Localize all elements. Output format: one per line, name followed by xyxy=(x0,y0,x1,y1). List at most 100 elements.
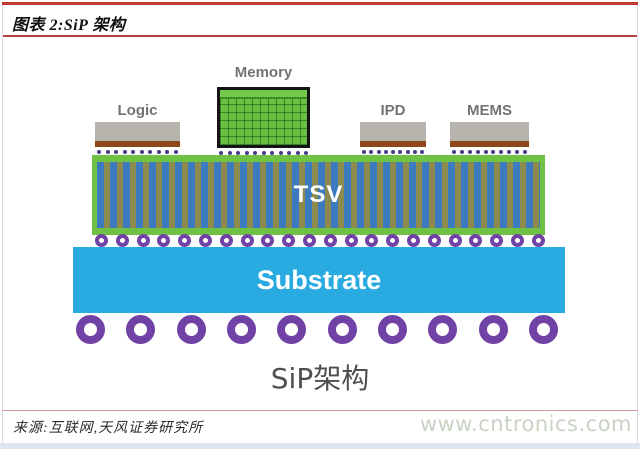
page-bottom-strip xyxy=(0,443,640,449)
ball xyxy=(428,315,458,344)
mid-donut xyxy=(531,234,545,247)
ipd-chip-label: IPD xyxy=(380,102,406,119)
ball xyxy=(126,315,156,344)
bump-dot xyxy=(459,149,464,154)
mems-chip-label: MEMS xyxy=(467,102,512,119)
ball xyxy=(76,315,105,344)
bump-dot xyxy=(270,150,274,155)
c4-bump-row xyxy=(95,234,545,247)
bump-dot xyxy=(131,149,136,154)
mid-donut xyxy=(323,234,337,247)
memory-die xyxy=(217,87,310,148)
bump-dot xyxy=(244,150,249,155)
bump-dot xyxy=(219,150,223,155)
mid-donut xyxy=(510,234,524,247)
bump-dot xyxy=(391,149,395,154)
memory-die-cell-grid xyxy=(220,99,307,145)
mid-donut xyxy=(95,234,108,247)
memory-micro-bumps xyxy=(219,150,308,155)
mid-donut xyxy=(365,234,379,247)
mid-donut xyxy=(240,234,254,247)
logic-die xyxy=(95,122,180,147)
mid-donut xyxy=(469,234,483,247)
mid-donut xyxy=(406,234,420,247)
bump-dot xyxy=(507,149,512,154)
bump-dot xyxy=(139,149,144,154)
mid-donut xyxy=(448,234,462,247)
mems-die xyxy=(450,122,529,147)
memory-die-top-band xyxy=(220,90,307,99)
mid-donut xyxy=(490,234,504,247)
tsv-label: TSV xyxy=(293,181,344,208)
mid-donut xyxy=(198,234,212,247)
bump-dot xyxy=(398,149,403,154)
substrate-block: Substrate xyxy=(73,247,565,313)
ball xyxy=(528,315,558,344)
bump-dot xyxy=(412,149,417,154)
mid-donut xyxy=(115,234,129,247)
ball xyxy=(226,315,256,344)
title-underline-rule xyxy=(2,35,638,37)
bump-dot xyxy=(97,149,101,154)
bump-dot xyxy=(475,149,480,154)
logic-die-bond-layer xyxy=(95,141,180,147)
mid-donut xyxy=(386,234,400,247)
bump-dot xyxy=(491,149,496,154)
bump-dot xyxy=(236,150,240,155)
bump-dot xyxy=(261,150,266,155)
bump-dot xyxy=(304,150,308,155)
bump-dot xyxy=(522,149,527,154)
ball xyxy=(176,315,206,344)
mid-donut xyxy=(261,234,275,247)
logic-die-body xyxy=(95,122,180,141)
ball xyxy=(478,315,508,344)
bump-dot xyxy=(148,149,153,154)
bump-dot xyxy=(122,149,127,154)
right-frame-border xyxy=(637,5,638,443)
bump-dot xyxy=(467,149,472,154)
ipd-die-bond-layer xyxy=(360,141,426,147)
substrate-label: Substrate xyxy=(256,264,382,295)
tsv-interposer: TSV xyxy=(92,155,545,235)
ball xyxy=(327,315,357,344)
watermark-text: www.cntronics.com xyxy=(419,412,632,436)
bump-dot xyxy=(383,149,388,154)
mid-donut xyxy=(427,234,441,247)
bump-dot xyxy=(376,149,381,154)
bump-dot xyxy=(452,149,456,154)
bump-dot xyxy=(156,149,161,154)
bump-dot xyxy=(287,150,291,155)
mid-donut xyxy=(178,234,192,247)
mems-die-body xyxy=(450,122,529,141)
logic-micro-bumps xyxy=(97,149,178,154)
bump-dot xyxy=(499,149,504,154)
bump-dot xyxy=(227,150,232,155)
left-frame-border xyxy=(2,5,3,443)
bump-dot xyxy=(253,150,257,155)
mid-donut xyxy=(219,234,233,247)
bump-dot xyxy=(420,149,424,154)
bottom-rule xyxy=(2,410,638,411)
mid-donut xyxy=(302,234,316,247)
bump-dot xyxy=(114,149,119,154)
mid-donut xyxy=(344,234,358,247)
mid-donut xyxy=(282,234,296,247)
bump-dot xyxy=(483,149,488,154)
tsv-via-array: TSV xyxy=(97,162,540,228)
ipd-micro-bumps xyxy=(362,149,424,154)
top-red-rule xyxy=(2,2,638,5)
mid-donut xyxy=(136,234,150,247)
ipd-die xyxy=(360,122,426,147)
bump-dot xyxy=(405,149,410,154)
diagram-caption: SiP架构 xyxy=(270,362,370,395)
bump-dot xyxy=(165,149,170,154)
ball xyxy=(377,315,407,344)
solder-ball-row xyxy=(76,315,558,344)
mems-micro-bumps xyxy=(452,149,527,154)
bump-dot xyxy=(173,149,178,154)
logic-chip-label: Logic xyxy=(117,102,158,119)
bump-dot xyxy=(362,149,366,154)
bump-dot xyxy=(278,150,283,155)
bump-dot xyxy=(295,150,300,155)
